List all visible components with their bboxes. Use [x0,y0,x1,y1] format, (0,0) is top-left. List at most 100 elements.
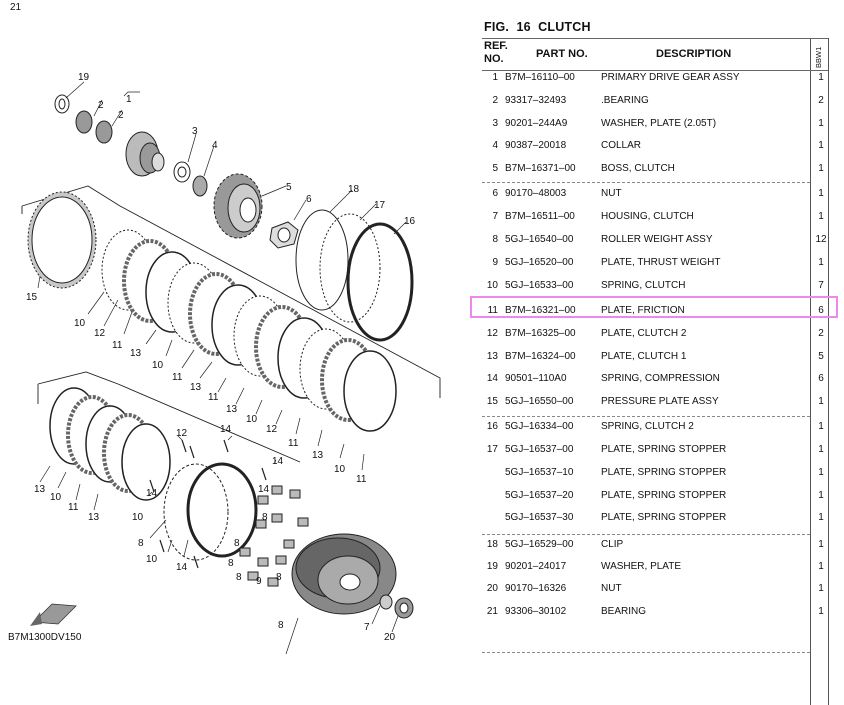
part-number: 90201–244A9 [505,118,568,129]
header-ref-no: REF. NO. [484,40,508,66]
part-quantity: 1 [818,421,824,432]
callout-number: 6 [306,194,312,205]
part-description: PLATE, CLUTCH 1 [601,351,687,362]
callout-number: 5 [286,182,292,193]
part-ref-no: 10 [486,280,498,291]
callout-number: 11 [356,474,367,485]
part-quantity: 7 [818,280,824,291]
part-number: 90501–110A0 [505,373,567,384]
part-number: B7M–16371–00 [505,163,576,174]
part-ref-no: 8 [492,234,498,245]
row-highlight-ref-11 [470,296,838,318]
callout-number: 10 [152,360,164,371]
callout-number: 19 [78,72,90,83]
column-divider-right [828,38,829,705]
part-quantity: 1 [818,444,824,455]
callout-number: 8 [228,558,234,569]
part-number: 5GJ–16537–00 [505,444,574,455]
part-quantity: 1 [818,606,824,617]
part-description: PLATE, SPRING STOPPER [601,512,727,523]
part-quantity: 1 [818,257,824,268]
part-ref-no: 7 [492,211,498,222]
part-number: 5GJ–16550–00 [505,396,574,407]
clutch-plate [343,350,397,432]
part-quantity: 1 [818,72,824,83]
part-number: 5GJ–16537–10 [505,467,574,478]
callout-number: 7 [364,622,370,633]
part-description: NUT [601,583,622,594]
callout-number: 14 [272,456,284,467]
callout-number: 14 [176,562,188,573]
part-ref-no: 4 [492,140,498,151]
part-number: B7M–16325–00 [505,328,576,339]
callout-number: 13 [312,450,324,461]
part-ref-no: 13 [486,351,498,362]
part-quantity: 1 [818,118,824,129]
callout-number: 14 [146,488,158,499]
callout-number: 14 [220,424,232,435]
part-ref-no: 14 [486,373,498,384]
part-description: PLATE, SPRING STOPPER [601,467,727,478]
group-divider [482,416,810,417]
group-divider [482,652,810,653]
callout-number: 13 [88,512,100,523]
part-quantity: 1 [818,188,824,199]
part-number: 90170–48003 [505,188,567,199]
callout-number: 11 [68,502,79,513]
part-quantity: 1 [818,140,824,151]
callout-number: 9 [256,576,262,587]
callout-number: 10 [246,414,258,425]
callout-number: 2 [98,100,104,111]
part-ref-no: 5 [492,163,498,174]
figure-prefix: FIG. [484,20,510,34]
part-ref-no: 15 [486,396,498,407]
callout-number: 10 [74,318,86,329]
drawing-code: B7M1300DV150 [8,632,82,643]
callout-number: 8 [278,620,284,631]
part-ref-no: 9 [492,257,498,268]
part-description: NUT [601,188,622,199]
part-description: .BEARING [601,95,649,106]
part-quantity: 1 [818,396,824,407]
callout-number: 18 [348,184,360,195]
part-number: 90170–16326 [505,583,567,594]
part-quantity: 1 [818,211,824,222]
callout-number: 10 [50,492,62,503]
callout-number: 2 [118,110,124,121]
part-ref-no: 1 [492,72,498,83]
part-description: PLATE, SPRING STOPPER [601,490,727,501]
part-description: PRESSURE PLATE ASSY [601,396,719,407]
part-description: HOUSING, CLUTCH [601,211,694,222]
group-divider [482,534,810,535]
part-description: SPRING, CLUTCH [601,280,686,291]
part-description: PLATE, CLUTCH 2 [601,328,687,339]
part-number: 93317–32493 [505,95,567,106]
part-description: ROLLER WEIGHT ASSY [601,234,713,245]
part-ref-no: 19 [486,561,498,572]
part-quantity: 1 [818,583,824,594]
part-quantity: 1 [818,163,824,174]
callout-number: 8 [262,512,268,523]
callout-number: 20 [384,632,396,643]
part-quantity: 2 [818,95,824,106]
callout-number: 12 [94,328,106,339]
header-description: DESCRIPTION [656,48,732,60]
part-description: PLATE, THRUST WEIGHT [601,257,721,268]
callout-number: 17 [374,200,386,211]
part-quantity: 1 [818,539,824,550]
